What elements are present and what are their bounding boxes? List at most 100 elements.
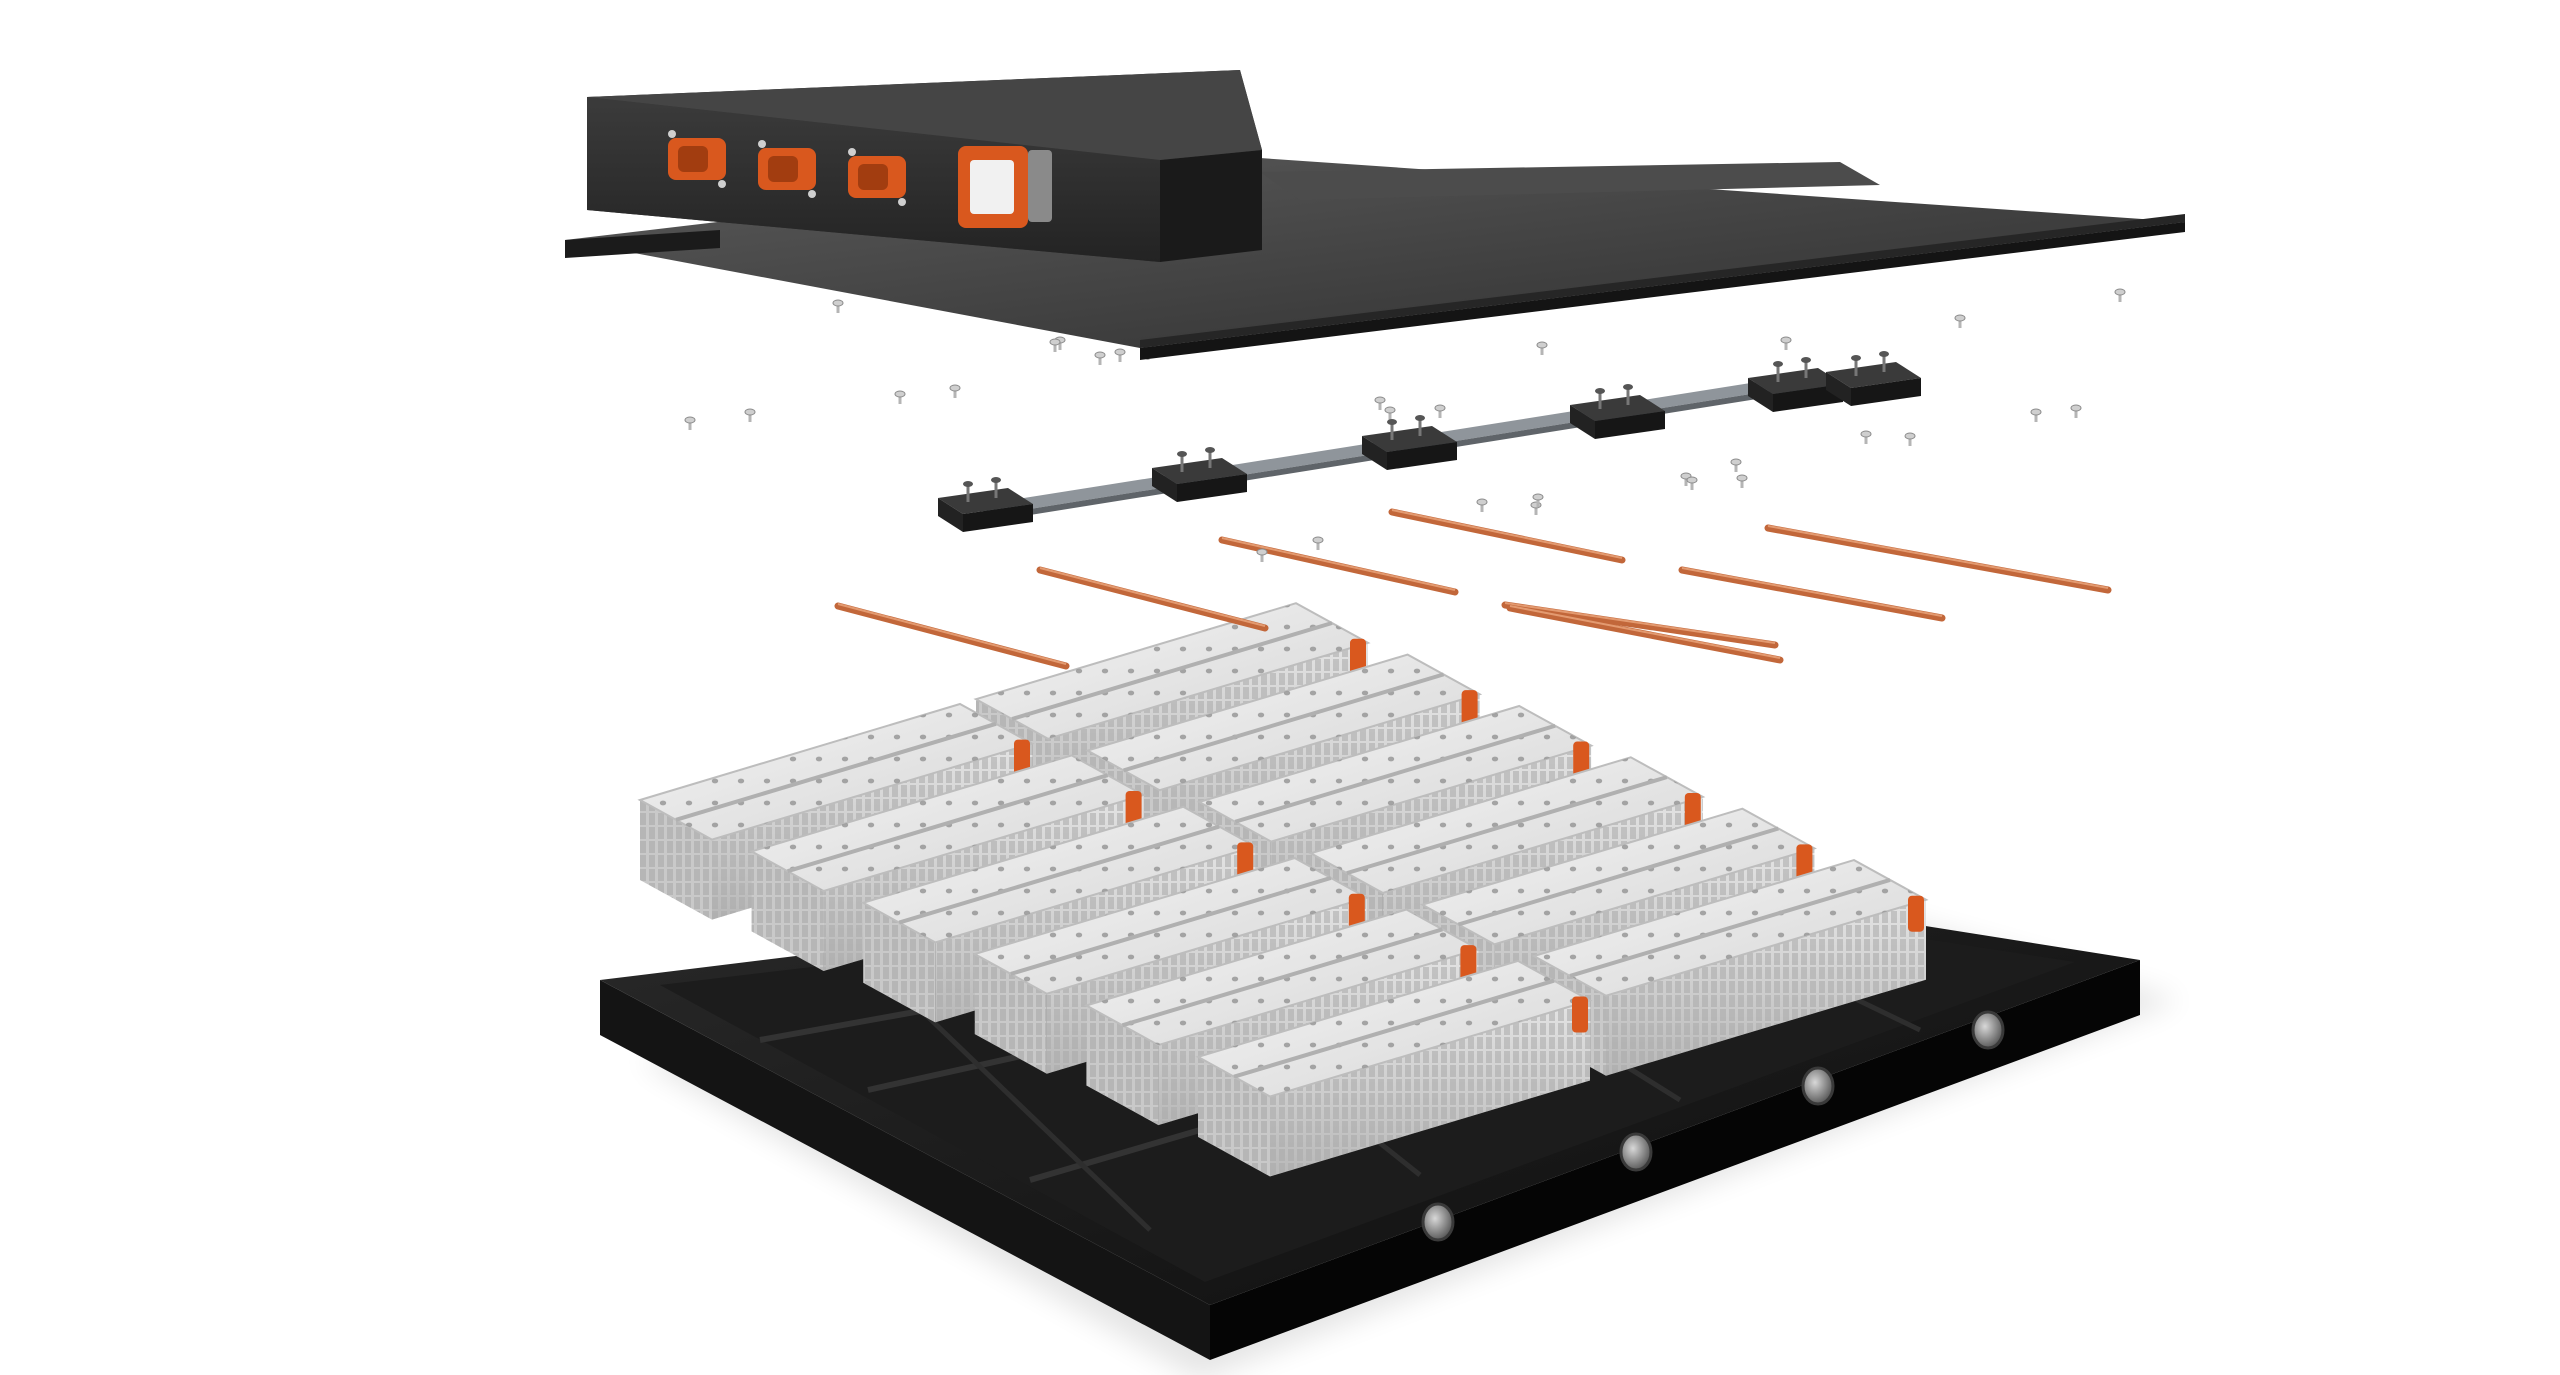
- bus-bar: [1036, 566, 1269, 632]
- module-groove: [1123, 672, 1445, 773]
- bolt-head: [1256, 548, 1268, 556]
- module-terminal: [1125, 790, 1142, 827]
- bolt-icon: [1094, 351, 1106, 365]
- tray-right-wall: [1210, 960, 2140, 1360]
- bolt-icon: [894, 390, 906, 404]
- connector-screw: [848, 148, 856, 156]
- bolt-icon: [1686, 476, 1698, 490]
- module-terminal: [1237, 842, 1254, 879]
- bracket-side: [1152, 468, 1177, 502]
- bolt-head: [1476, 498, 1488, 506]
- module-terminal: [1684, 792, 1701, 829]
- bolt-head: [1049, 338, 1061, 346]
- bolt-icon: [1384, 406, 1396, 420]
- bus-bar-highlight: [1767, 525, 2109, 589]
- bus-bar: [1501, 601, 1779, 649]
- bracket-top: [1748, 368, 1843, 394]
- disconnect-label: [970, 160, 1014, 214]
- bolt-head: [684, 416, 696, 424]
- mounting-rail: [938, 351, 1921, 532]
- junction-box-lid: [587, 70, 1262, 160]
- module-terminal: [1908, 895, 1924, 932]
- bracket-side: [1362, 436, 1387, 470]
- module-cells: [1270, 1000, 1590, 1177]
- hv-connector-icon: [848, 148, 906, 206]
- bolt-icon: [1801, 357, 1811, 363]
- junction-box-connectors: [668, 130, 1052, 228]
- bus-bar: [1218, 536, 1459, 596]
- bus-bar-highlight: [1221, 537, 1456, 591]
- bolt-icon: [949, 384, 961, 398]
- bus-bar: [1678, 566, 1946, 622]
- connector-socket: [768, 156, 798, 182]
- bolt-head: [1536, 341, 1548, 349]
- bracket-side: [938, 498, 963, 532]
- bus-bar: [1764, 524, 2112, 594]
- bolt-icon: [1860, 430, 1872, 444]
- bolt-head: [1312, 536, 1324, 544]
- connector-screw: [668, 130, 676, 138]
- bolt-head: [832, 299, 844, 307]
- module-groove: [1569, 877, 1891, 978]
- connector-screw: [758, 140, 766, 148]
- bracket-front: [1177, 474, 1247, 502]
- bolt-icon: [1177, 451, 1187, 457]
- module-terminal: [1348, 893, 1365, 930]
- connector-socket: [858, 164, 888, 190]
- bolt-icon: [1730, 458, 1742, 472]
- bolt-icon: [744, 408, 756, 422]
- rail-bracket: [1826, 351, 1921, 406]
- bracket-top: [938, 488, 1033, 514]
- bolt-icon: [1595, 388, 1605, 394]
- bolt-icon: [1623, 384, 1633, 390]
- module-groove: [675, 721, 997, 822]
- module-groove: [787, 773, 1109, 874]
- module-terminal: [1350, 638, 1366, 675]
- bolt-icon: [1476, 498, 1488, 512]
- bolt-head: [744, 408, 756, 416]
- bolt-icon: [1205, 447, 1215, 453]
- cover-plate-edge: [1140, 222, 2185, 360]
- bolt-icon: [1736, 474, 1748, 488]
- bolt-icon: [1904, 432, 1916, 446]
- bus-bar: [1388, 508, 1626, 564]
- bolt-head: [1094, 351, 1106, 359]
- bracket-front: [1851, 378, 1921, 406]
- bus-bars: [834, 508, 2112, 670]
- bolt-head: [1954, 314, 1966, 322]
- rail-bracket: [938, 477, 1033, 532]
- module-terminal: [1572, 996, 1588, 1033]
- bracket-side: [1826, 372, 1851, 406]
- bus-bar-highlight: [1681, 567, 1943, 617]
- module-groove: [1346, 775, 1668, 876]
- bracket-front: [1773, 384, 1843, 412]
- hv-connector-icon: [758, 140, 816, 198]
- module-groove: [898, 824, 1220, 925]
- bolt-icon: [1049, 338, 1061, 352]
- tray-port: [1801, 1066, 1835, 1106]
- cover-lip: [1140, 214, 2185, 348]
- module-groove: [1011, 621, 1333, 721]
- bracket-top: [1152, 458, 1247, 484]
- bolt-icon: [1374, 396, 1386, 410]
- connector-screw: [898, 198, 906, 206]
- bracket-side: [1748, 378, 1773, 412]
- bracket-top: [1362, 426, 1457, 452]
- disconnect-latch: [1028, 150, 1052, 222]
- cover-ridge: [1260, 162, 1880, 200]
- junction-box-side: [1160, 150, 1262, 262]
- bolt-icon: [2030, 408, 2042, 422]
- bolt-head: [2030, 408, 2042, 416]
- connector-screw: [718, 180, 726, 188]
- bus-bar-highlight: [837, 603, 1067, 665]
- bolt-icon: [1780, 336, 1792, 350]
- bolt-head: [1736, 474, 1748, 482]
- bus-bar: [1506, 604, 1784, 664]
- bus-bar-highlight: [1039, 567, 1266, 627]
- bolt-head: [894, 390, 906, 398]
- junction-box: [587, 70, 1262, 262]
- bus-bar-highlight: [1509, 605, 1781, 659]
- tray-port: [1971, 1010, 2005, 1050]
